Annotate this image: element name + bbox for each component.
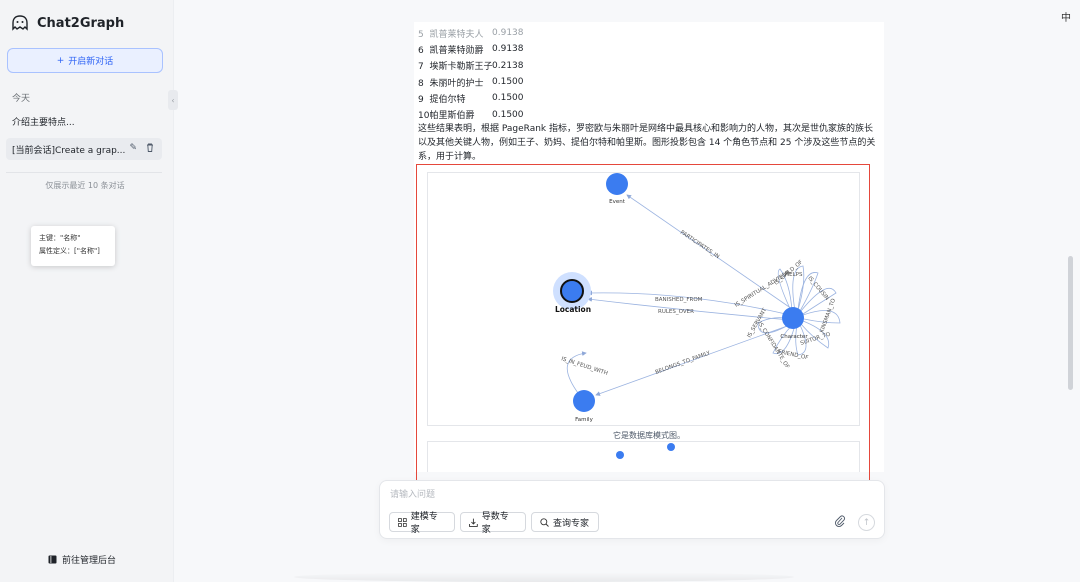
tooltip-properties: 属性定义：["名称"] — [39, 247, 100, 255]
graph-caption: 它是数据库模式图。 — [613, 431, 685, 440]
expert-label: 建模专家 — [410, 512, 438, 535]
brand[interactable]: Chat2Graph — [10, 12, 124, 34]
preview-canvas — [616, 443, 675, 459]
conversation-title: 介绍主要特点... — [12, 117, 75, 128]
question-input[interactable] — [390, 488, 810, 502]
edge-participates-in — [626, 194, 796, 312]
edge-label: KINSMAN_TO — [819, 297, 837, 333]
admin-link-label: 前往管理后台 — [62, 556, 117, 566]
chevron-left-icon: ‹ — [171, 95, 175, 105]
node-character[interactable] — [782, 307, 804, 329]
edge-banished-from — [587, 290, 791, 316]
edge-spiritual-advisor — [777, 268, 794, 316]
send-button[interactable]: ↑ — [858, 514, 875, 531]
import-icon — [469, 518, 478, 527]
section-today: 今天 — [12, 94, 31, 104]
sidebar: Chat2Graph + 开启新对话 ‹ 今天 介绍主要特点... [当前会话]… — [0, 0, 178, 582]
conversation-item[interactable]: 介绍主要特点... — [6, 110, 162, 132]
message-composer: 建模专家 导数专家 查询专家 ↑ — [379, 480, 885, 539]
edge-kinsman-to — [802, 310, 841, 324]
ghost-icon — [12, 15, 28, 31]
edge-friend-of — [795, 324, 807, 356]
tooltip-primary-key: 主键："名称" — [39, 234, 81, 242]
edge-cousin — [800, 288, 837, 315]
language-toggle[interactable]: 中 — [1061, 13, 1071, 24]
node-event[interactable] — [606, 173, 628, 195]
paperclip-icon[interactable] — [834, 515, 846, 530]
search-icon — [540, 517, 549, 527]
graph-nodes: Event Location Character Family — [553, 173, 808, 423]
edge-belongs-to-family — [595, 324, 791, 396]
schema-graph[interactable]: PARTICIPATES_IN BANISHED_FROM RULES_OVER… — [427, 172, 860, 426]
divider — [6, 172, 162, 173]
node-label: Location — [555, 305, 591, 314]
edge-label: BELONGS_TO_FAMILY — [655, 350, 712, 376]
edge-helps — [792, 265, 805, 312]
collapse-sidebar-handle[interactable]: ‹ — [168, 90, 178, 110]
decorative-shadow — [294, 572, 794, 582]
model-icon — [398, 517, 407, 527]
edge-child-of — [797, 272, 819, 312]
summary-paragraph: 这些结果表明，根据 PageRank 指标，罗密欧与朱丽叶是网络中最具核心和影响… — [418, 124, 876, 162]
node-family[interactable] — [573, 390, 595, 412]
chat-message: 5 凯普莱特夫人 0.9138 6 凯普莱特勋爵 0.9138 7 埃斯卡勒斯王… — [414, 22, 884, 472]
modeling-expert-button[interactable]: 建模专家 — [389, 512, 455, 535]
pagerank-list: 5 凯普莱特夫人 0.9138 6 凯普莱特勋爵 0.9138 7 埃斯卡勒斯王… — [418, 25, 532, 123]
list-item: 8 朱丽叶的护士 0.1500 — [418, 77, 524, 89]
edge-label: RULES_OVER — [658, 309, 694, 315]
edge-label: BANISHED_FROM — [655, 297, 703, 303]
admin-link[interactable]: 前往管理后台 — [48, 553, 116, 566]
new-chat-button[interactable]: + 开启新对话 — [7, 48, 163, 73]
node-label: Character — [780, 334, 808, 340]
new-chat-label: 开启新对话 — [68, 57, 114, 67]
recent-note: 仅展示最近 10 条对话 — [45, 181, 125, 190]
import-expert-button[interactable]: 导数专家 — [460, 512, 526, 535]
list-item: 5 凯普莱特夫人 0.9138 — [418, 28, 524, 40]
conversation-item-current[interactable]: [当前会话]Create a grap... ✎ — [6, 138, 162, 160]
book-icon — [48, 555, 57, 564]
plus-icon: + — [56, 55, 65, 66]
edge-is-in-feud-with — [566, 351, 587, 394]
brand-name: Chat2Graph — [37, 15, 125, 31]
node-tooltip: 主键："名称" 属性定义：["名称"] — [31, 226, 115, 266]
edge-label: PARTICIPATES_IN — [679, 230, 720, 261]
expert-label: 导数专家 — [481, 512, 509, 535]
edge-label: IS_CONFIDANTE_OF — [756, 321, 790, 370]
list-item: 6 凯普莱特勋爵 0.9138 — [418, 44, 524, 56]
arrow-up-icon: ↑ — [862, 517, 871, 528]
schema-graph-canvas: PARTICIPATES_IN BANISHED_FROM RULES_OVER… — [553, 173, 841, 423]
schema-graph-preview[interactable] — [427, 441, 860, 472]
trash-icon[interactable] — [146, 143, 154, 155]
list-item: 9 提伯尔特 0.1500 — [418, 93, 524, 105]
edge-servant — [757, 317, 793, 334]
edge-label: HELPS — [785, 272, 803, 278]
node-location[interactable] — [560, 279, 584, 303]
scrollbar-thumb[interactable] — [1068, 256, 1073, 390]
edge-labels: PARTICIPATES_IN BANISHED_FROM RULES_OVER… — [560, 230, 837, 377]
expert-label: 查询专家 — [553, 518, 590, 529]
conversation-title: [当前会话]Create a grap... — [12, 145, 126, 156]
list-item: 7 埃斯卡勒斯王子 0.2138 — [418, 60, 524, 73]
preview-node — [616, 451, 624, 459]
graph-edges — [566, 194, 841, 396]
query-expert-button[interactable]: 查询专家 — [531, 512, 599, 532]
preview-node — [667, 443, 675, 451]
list-item: 10帕里斯伯爵 0.1500 — [418, 109, 524, 122]
edge-confidante-of — [772, 323, 796, 355]
edge-rules-over — [587, 297, 791, 321]
edit-icon[interactable]: ✎ — [129, 143, 137, 153]
node-label: Event — [609, 199, 626, 205]
edge-suitor-to — [800, 320, 830, 349]
node-label: Family — [575, 417, 593, 423]
